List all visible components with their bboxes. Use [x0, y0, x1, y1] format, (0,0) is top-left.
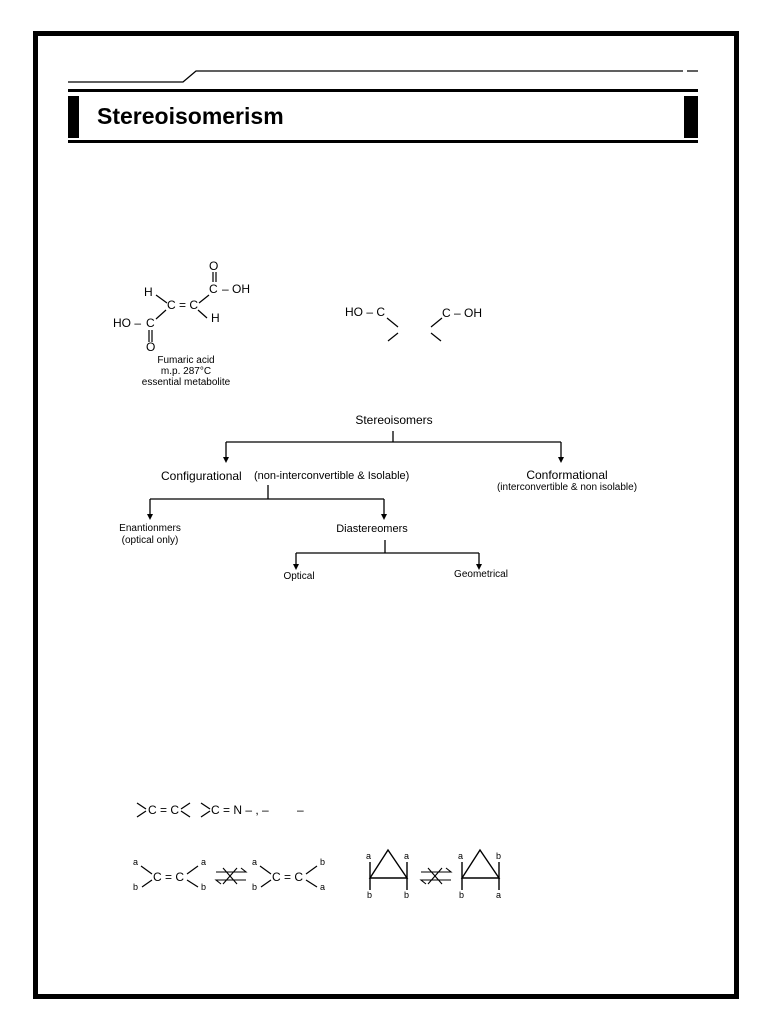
bond-type-cc: C = C [148, 803, 180, 817]
tree-optical: Optical [283, 571, 315, 582]
bond-type-cn: C = N – , – [211, 803, 269, 817]
fumaric-h-left: H [144, 285, 153, 299]
alkene-right-center: C = C [272, 870, 304, 884]
title-bar-left-block [68, 96, 79, 138]
page-title: Stereoisomerism [97, 103, 284, 129]
alkene-right-tr: b [320, 857, 326, 867]
ring-right [460, 848, 501, 890]
ring-right-bl: b [459, 890, 465, 900]
ring-left [368, 848, 409, 890]
tree-enantiomers: Enantionmers [119, 523, 181, 534]
partial-right-group: C – OH [442, 306, 483, 320]
partial-structure-bonds [386, 317, 443, 342]
alkene-left-center: C = C [153, 870, 185, 884]
fumaric-c-eq-c: C = C [167, 298, 199, 312]
fumaric-oh-right: – OH [222, 282, 251, 296]
page-border [33, 31, 739, 999]
ring-right-tr: b [496, 851, 502, 861]
fumaric-c-bottom: C [146, 316, 155, 330]
fumaric-o-top: O [209, 259, 219, 273]
equilibrium-crossed-arrows-1 [214, 867, 248, 885]
tree-diastereomers: Diastereomers [336, 523, 408, 535]
bond-type-lines [136, 802, 211, 818]
alkene-right-br: a [320, 882, 326, 892]
partial-left-group: HO – C [345, 305, 386, 319]
tree-geometrical: Geometrical [454, 569, 508, 580]
tree-connectors [149, 431, 562, 565]
tree-enantiomers-note: (optical only) [121, 535, 179, 546]
alkene-bonds [140, 865, 318, 888]
alkene-right-tl: a [252, 857, 258, 867]
alkene-left-tl: a [133, 857, 139, 867]
ring-left-br: b [404, 890, 410, 900]
fumaric-o-bottom: O [146, 340, 156, 354]
fumaric-ho-left: HO – [113, 316, 142, 330]
fumaric-caption-note: essential metabolite [141, 377, 231, 388]
header-rule [68, 70, 698, 83]
tree-conformational: Conformational [526, 468, 608, 482]
ring-left-bl: b [367, 890, 373, 900]
title-bar-right-block [684, 96, 698, 138]
fumaric-bonds [148, 272, 217, 342]
fumaric-c-top: C [209, 282, 218, 296]
tree-configurational: Configurational [161, 469, 242, 483]
bond-type-dash: – [297, 803, 304, 817]
fumaric-caption-name: Fumaric acid [157, 355, 215, 366]
fumaric-h-right: H [211, 311, 220, 325]
alkene-left-bl: b [133, 882, 139, 892]
ring-left-tr: a [404, 851, 410, 861]
fumaric-caption-mp: m.p. 287°C [160, 366, 212, 377]
alkene-left-br: b [201, 882, 207, 892]
tree-configurational-note: (non-interconvertible & Isolable) [254, 470, 410, 482]
ring-right-br: a [496, 890, 502, 900]
tree-root: Stereoisomers [355, 413, 433, 427]
equilibrium-crossed-arrows-2 [419, 867, 453, 885]
alkene-right-bl: b [252, 882, 258, 892]
title-bar [68, 89, 698, 143]
ring-left-tl: a [366, 851, 372, 861]
alkene-left-tr: a [201, 857, 207, 867]
tree-arrowheads [147, 457, 564, 570]
ring-right-tl: a [458, 851, 464, 861]
tree-conformational-note: (interconvertible & non isolable) [496, 482, 638, 493]
